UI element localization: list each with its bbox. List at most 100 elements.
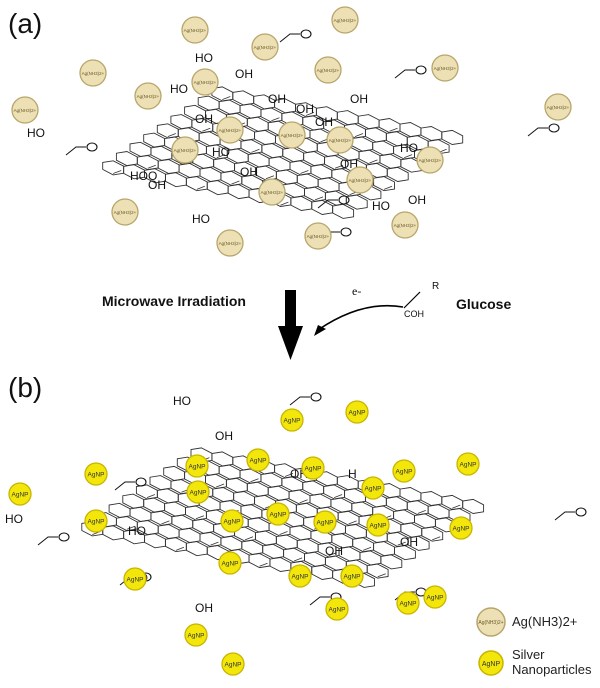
legend-agnp-text-2: Nanoparticles — [512, 662, 592, 677]
silver-ammonia-ion — [258, 178, 286, 206]
carboxyl-label-a: HO — [195, 51, 213, 65]
aldehyde-b-o — [135, 477, 147, 487]
sheet-b-hex — [248, 553, 271, 569]
hydroxyl-label-a: OH — [408, 193, 426, 207]
sheet-a-hex — [164, 172, 187, 188]
sheet-b-hex — [462, 498, 485, 514]
silver-ammonia-ion-label: Ag(NH3)2+ — [317, 68, 340, 73]
sheet-b-bond — [348, 520, 357, 525]
sheet-b-bond — [210, 541, 219, 546]
sheet-a-hex — [129, 141, 152, 157]
silver-ammonia-ion-label: Ag(NH3)2+ — [254, 45, 277, 50]
sheet-a-bond — [369, 159, 378, 164]
sheet-b-hex — [144, 533, 166, 549]
sheet-b-bond — [146, 494, 156, 498]
sheet-a-bond — [167, 133, 176, 137]
silver-nanoparticle-label: AgNP — [224, 519, 241, 526]
sheet-b-hex — [262, 543, 285, 559]
aldehyde-b-o — [575, 507, 587, 517]
glucose-coh-label: COH — [404, 309, 424, 319]
legend-agnp-symbol-text: AgNP — [482, 661, 501, 668]
sheet-a-hex — [185, 176, 208, 192]
sheet-b-hex — [283, 547, 305, 563]
sheet-b-hex — [102, 525, 125, 541]
sheet-a-hex — [441, 129, 464, 145]
silver-nanoparticle-label: AgNP — [88, 519, 105, 526]
silver-ammonia-ion — [216, 116, 244, 144]
silver-ammonia-ion-label: Ag(NH3)2+ — [547, 105, 570, 110]
silver-nanoparticle — [8, 482, 32, 506]
silver-ammonia-ion-label: Ag(NH3)2+ — [329, 138, 352, 143]
hydroxyl-label-a: OH — [315, 115, 333, 129]
sheet-b-bond — [362, 546, 372, 551]
silver-nanoparticle-label: AgNP — [292, 574, 309, 581]
aldehyde-a — [317, 199, 338, 209]
sheet-b-hex — [311, 564, 334, 580]
silver-nanoparticle-label: AgNP — [189, 464, 206, 471]
legend-ion-symbol-text: Ag(NH3)2+ — [478, 620, 503, 626]
carboxyl-label-a: HO — [27, 126, 45, 140]
silver-ammonia-ion — [251, 33, 279, 61]
hydroxyl-label-a: OH — [195, 112, 213, 126]
sheet-a-hex — [178, 162, 201, 178]
aldehyde-a-o — [86, 142, 98, 152]
silver-ammonia-ion-label: Ag(NH3)2+ — [14, 108, 37, 113]
silver-nanoparticle-label: AgNP — [317, 520, 334, 527]
silver-ammonia-ion — [326, 126, 354, 154]
sheet-a-bond — [280, 201, 289, 206]
carboxyl-label-a: HO — [212, 145, 230, 159]
sheet-b-bond — [161, 520, 170, 525]
sheet-a-bond — [403, 154, 413, 159]
glucose-label: Glucose — [456, 296, 512, 312]
silver-nanoparticle — [288, 564, 312, 588]
silver-nanoparticle-label: AgNP — [365, 486, 382, 493]
aldehyde-b — [289, 396, 310, 406]
sheet-a-bond — [271, 117, 280, 122]
sheet-b-bond — [259, 562, 268, 567]
silver-nanoparticle-label: AgNP — [270, 512, 287, 519]
silver-ammonia-ion-label: Ag(NH3)2+ — [219, 128, 242, 133]
sheet-b-bond — [333, 494, 343, 498]
sheet-a-bond — [389, 127, 398, 132]
hydroxyl-label-a: OH — [340, 157, 358, 171]
silver-ammonia-ion-label: Ag(NH3)2+ — [82, 71, 105, 76]
silver-ammonia-ion — [544, 93, 572, 121]
sheet-a-hex — [240, 139, 263, 155]
silver-nanoparticle-label: AgNP — [370, 523, 387, 530]
sheet-b-hex — [275, 534, 298, 550]
aldehyde-b-o — [58, 532, 70, 542]
silver-nanoparticle-label: AgNP — [305, 466, 322, 473]
sheet-a-hex — [386, 166, 409, 182]
silver-nanoparticle — [221, 652, 245, 676]
group-label-b: HO — [5, 512, 23, 526]
sheet-a-hex — [136, 155, 159, 171]
silver-nanoparticle — [396, 591, 420, 615]
sheet-b-hex — [373, 541, 395, 557]
sheet-a-bond — [113, 170, 122, 174]
sheet-b-hex — [211, 451, 234, 467]
silver-nanoparticle-label: AgNP — [127, 577, 144, 584]
sheet-b-hex — [330, 497, 353, 513]
sheet-b-hex — [129, 506, 152, 522]
silver-ammonia-ion-label: Ag(NH3)2+ — [307, 234, 330, 239]
aldehyde-b — [37, 536, 58, 546]
silver-nanoparticle — [84, 509, 108, 533]
sheet-a-bond — [222, 96, 231, 100]
group-label-b: OH — [325, 544, 343, 558]
silver-nanoparticle-label: AgNP — [453, 526, 470, 533]
sheet-a-hex — [290, 195, 313, 211]
sheet-b-bond — [244, 536, 254, 541]
sheet-a-hex — [378, 118, 401, 134]
hydroxyl-label-a: OH — [235, 67, 253, 81]
silver-nanoparticle-label: AgNP — [460, 462, 477, 469]
sheet-b-hex — [149, 475, 172, 491]
sheet-a-hex — [102, 160, 125, 176]
silver-nanoparticle-label: AgNP — [349, 410, 366, 417]
sheet-a-bond — [334, 164, 344, 169]
silver-ammonia-ion-label: Ag(NH3)2+ — [137, 94, 160, 99]
sheet-a-bond — [202, 127, 211, 132]
silver-nanoparticle-label: AgNP — [225, 662, 242, 669]
silver-ammonia-ion-label: Ag(NH3)2+ — [194, 80, 217, 85]
silver-ammonia-ion-label: Ag(NH3)2+ — [419, 158, 442, 163]
